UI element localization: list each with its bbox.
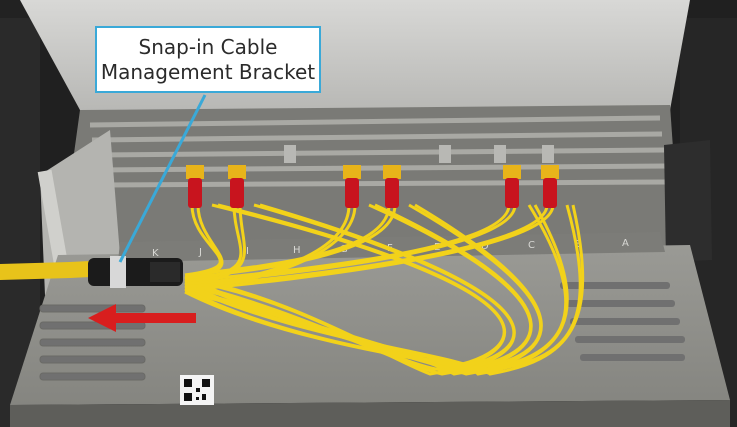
fiber-strand: [184, 204, 397, 280]
lc-connector: [383, 165, 401, 208]
tray-back-wall: [60, 105, 680, 255]
tray-letter: C: [528, 240, 535, 251]
fiber-strand: [184, 204, 511, 283]
right-slot-grid: [560, 282, 685, 361]
lc-connector: [228, 165, 246, 208]
snap-in-bracket: [88, 256, 183, 288]
fiber-strand: [184, 203, 543, 376]
callout-line-2: Management Bracket: [100, 59, 316, 84]
tray-letter: B: [575, 239, 582, 250]
tray-letter: A: [622, 238, 629, 249]
callout-pointer: [118, 94, 207, 263]
fiber-breakouts: [184, 203, 585, 376]
left-slot-grid: [39, 304, 146, 381]
right-foam-block: [664, 140, 712, 262]
fiber-strand: [184, 204, 222, 277]
arrow-left-icon: [88, 304, 196, 332]
lc-connector: [541, 165, 559, 208]
tray-letter: J: [198, 247, 202, 258]
fiber-strand: [184, 204, 569, 376]
fiber-strand: [184, 204, 517, 286]
fiber-connectors: [186, 145, 559, 208]
qr-code-icon: [180, 375, 214, 405]
callout-label: Snap-in Cable Management Bracket: [95, 26, 321, 93]
lc-connector: [343, 165, 361, 208]
tray-lip: [10, 400, 730, 427]
empty-port-adapter: [284, 145, 296, 163]
empty-port-adapter: [494, 145, 506, 163]
tray-letter: H: [293, 245, 301, 256]
fiber-strand: [184, 204, 243, 283]
fiber-strand: [184, 204, 585, 376]
callout-line-1: Snap-in Cable: [138, 34, 278, 59]
lc-connector: [503, 165, 521, 208]
empty-port-adapter: [542, 145, 554, 163]
empty-port-adapter: [439, 145, 451, 163]
fiber-strand: [184, 204, 549, 289]
fiber-strand: [184, 204, 555, 292]
tray-letter: D: [481, 241, 489, 252]
letter-strip: [118, 232, 665, 262]
fiber-strand: [184, 204, 391, 277]
lc-connector: [186, 165, 204, 208]
tray-letter: K: [152, 248, 159, 259]
tray-letter: I: [246, 246, 249, 257]
